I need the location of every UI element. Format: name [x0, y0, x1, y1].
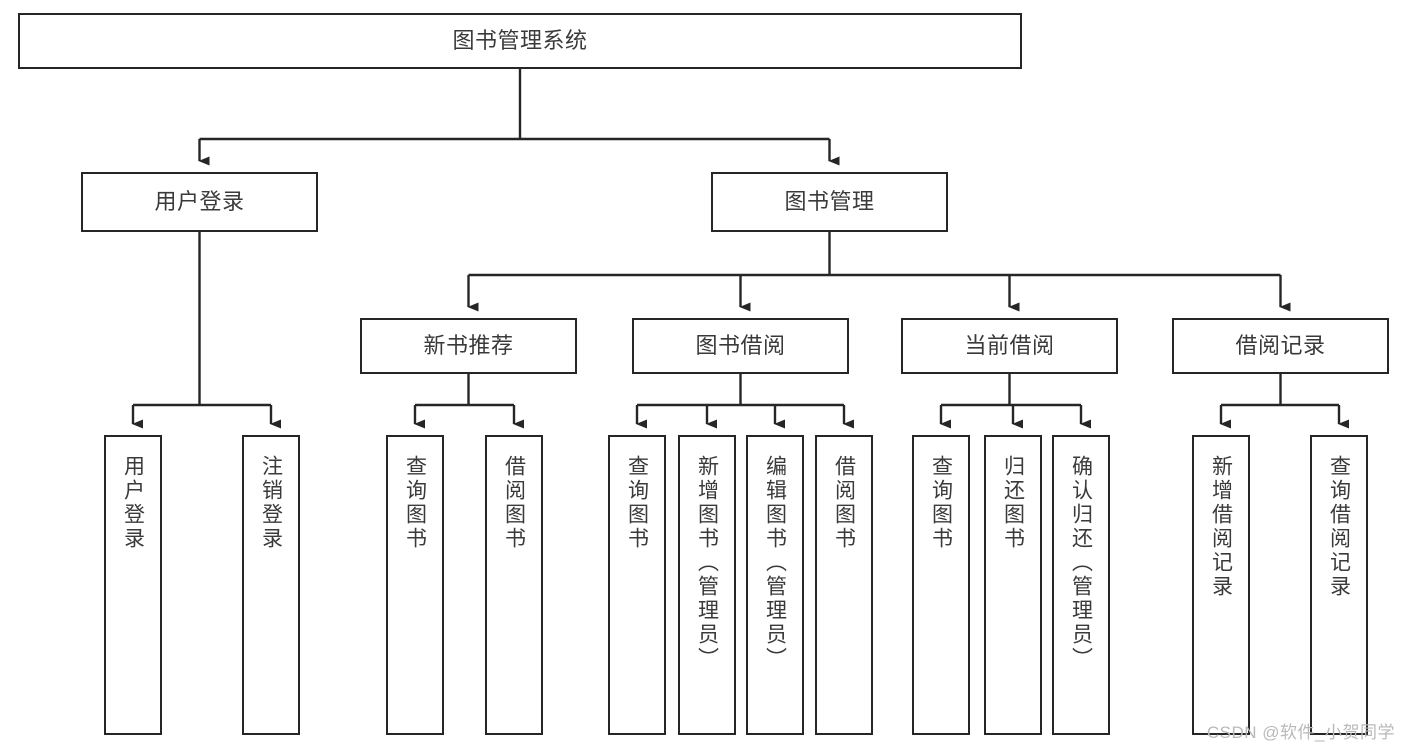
node-leaf-return-book[interactable]: 归还图书	[984, 435, 1042, 735]
node-leaf-query-book-1[interactable]: 查询图书	[386, 435, 444, 735]
node-label-leaf-add-record: 新增借阅记录	[1209, 455, 1233, 599]
node-leaf-confirm-ret[interactable]: 确认归还（管理员）	[1052, 435, 1110, 735]
node-root[interactable]: 图书管理系统	[18, 13, 1022, 69]
node-label-new-book-rec: 新书推荐	[423, 332, 514, 358]
node-label-leaf-query-book-2: 查询图书	[625, 455, 649, 551]
node-leaf-query-book-2[interactable]: 查询图书	[608, 435, 666, 735]
node-book-admin[interactable]: 图书管理	[711, 172, 948, 232]
node-leaf-edit-book[interactable]: 编辑图书（管理员）	[746, 435, 804, 735]
node-leaf-borrow-book-2[interactable]: 借阅图书	[815, 435, 873, 735]
node-label-current-borrow: 当前借阅	[964, 332, 1055, 358]
node-label-leaf-return-book: 归还图书	[1001, 455, 1025, 551]
node-label-leaf-query-book-3: 查询图书	[929, 455, 953, 551]
node-leaf-logout[interactable]: 注销登录	[242, 435, 300, 735]
node-book-borrow[interactable]: 图书借阅	[632, 318, 849, 374]
node-leaf-add-record[interactable]: 新增借阅记录	[1192, 435, 1250, 735]
node-leaf-add-book[interactable]: 新增图书（管理员）	[678, 435, 736, 735]
node-label-leaf-borrow-book-1: 借阅图书	[502, 455, 526, 551]
node-label-leaf-add-book: 新增图书（管理员）	[695, 455, 719, 671]
node-label-book-admin: 图书管理	[784, 188, 875, 214]
node-current-borrow[interactable]: 当前借阅	[901, 318, 1118, 374]
node-label-root: 图书管理系统	[452, 27, 588, 53]
node-leaf-query-record[interactable]: 查询借阅记录	[1310, 435, 1368, 735]
node-label-leaf-confirm-ret: 确认归还（管理员）	[1069, 455, 1093, 671]
node-leaf-user-login[interactable]: 用户登录	[104, 435, 162, 735]
node-leaf-borrow-book-1[interactable]: 借阅图书	[485, 435, 543, 735]
node-label-leaf-query-book-1: 查询图书	[403, 455, 427, 551]
watermark-label: CSDN @软件_小贺同学	[1206, 723, 1395, 742]
node-label-user-login: 用户登录	[154, 188, 245, 214]
node-label-book-borrow: 图书借阅	[695, 332, 786, 358]
node-label-leaf-user-login: 用户登录	[121, 455, 145, 551]
node-borrow-record[interactable]: 借阅记录	[1172, 318, 1389, 374]
node-label-borrow-record: 借阅记录	[1235, 332, 1326, 358]
node-label-leaf-edit-book: 编辑图书（管理员）	[763, 455, 787, 671]
node-user-login[interactable]: 用户登录	[81, 172, 318, 232]
node-label-leaf-borrow-book-2: 借阅图书	[832, 455, 856, 551]
node-new-book-rec[interactable]: 新书推荐	[360, 318, 577, 374]
node-leaf-query-book-3[interactable]: 查询图书	[912, 435, 970, 735]
node-label-leaf-query-record: 查询借阅记录	[1327, 455, 1351, 599]
node-label-leaf-logout: 注销登录	[259, 455, 283, 551]
